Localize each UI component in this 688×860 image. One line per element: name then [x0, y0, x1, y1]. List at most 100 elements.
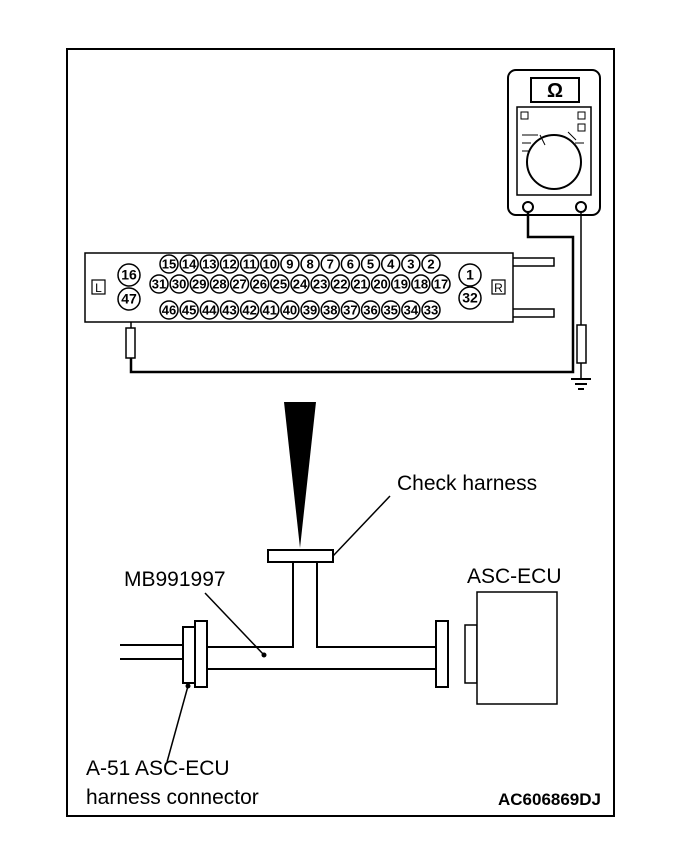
ohm-display	[530, 77, 580, 103]
pin-1-circle	[458, 263, 482, 287]
ohm-symbol: Ω	[547, 80, 563, 102]
connector-label-line2: harness connector	[86, 786, 259, 809]
pin-31: 31	[152, 277, 166, 292]
check-harness-label: Check harness	[397, 472, 537, 495]
pin-46-circle	[159, 300, 179, 320]
pin-7: 7	[327, 257, 334, 272]
pin-9: 9	[286, 257, 293, 272]
pin-3-circle	[401, 254, 421, 274]
pin-6-circle	[340, 254, 361, 274]
pin-21: 21	[353, 277, 367, 292]
down-arrow-icon	[284, 402, 316, 548]
pin-34: 34	[404, 303, 419, 318]
leader-connector	[166, 685, 189, 763]
pin-28: 28	[212, 277, 226, 292]
asc-ecu-box	[476, 591, 558, 705]
pin-41-circle	[260, 300, 280, 320]
pin-2-circle	[421, 254, 441, 274]
pin-34-circle	[401, 300, 421, 320]
pin-5-circle	[360, 254, 381, 274]
pin-27-circle	[229, 274, 250, 294]
figure-code: AC606869DJ	[498, 790, 601, 809]
pin-36: 36	[363, 303, 377, 318]
pin-16-circle	[117, 263, 141, 287]
pin-30-circle	[169, 274, 189, 294]
pin-47-circle	[117, 287, 141, 311]
pin-45: 45	[182, 303, 196, 318]
pin-44: 44	[202, 303, 217, 318]
pin-47: 47	[121, 291, 137, 307]
pin-44-circle	[199, 300, 220, 320]
pin-39-circle	[300, 300, 320, 320]
pin-11-circle	[239, 254, 260, 274]
pin-4-circle	[380, 254, 401, 274]
pin-30: 30	[172, 277, 186, 292]
pin-16: 16	[121, 267, 137, 283]
pin-20-circle	[370, 274, 391, 294]
pin-21-circle	[350, 274, 371, 294]
pin-11: 11	[243, 257, 257, 272]
pin-45-circle	[179, 300, 199, 320]
pin-17-circle	[431, 274, 451, 294]
pin-10: 10	[263, 257, 277, 272]
pin-5: 5	[367, 257, 374, 272]
pin-20: 20	[373, 277, 387, 292]
pin-43-circle	[219, 300, 240, 320]
pin-18-circle	[411, 274, 431, 294]
pin-42-circle	[239, 300, 260, 320]
pin-14: 14	[182, 257, 197, 272]
check-harness-plug	[267, 549, 334, 563]
pin-39: 39	[303, 303, 317, 318]
pin-25: 25	[273, 277, 287, 292]
pin-1: 1	[466, 267, 474, 283]
pin-35-circle	[380, 300, 401, 320]
pin-25-circle	[270, 274, 290, 294]
connector-left-mark: L	[95, 281, 102, 295]
pin-19: 19	[393, 277, 407, 292]
pin-3: 3	[407, 257, 414, 272]
pin-24: 24	[293, 277, 308, 292]
probe-wires	[125, 212, 591, 390]
pin-13-circle	[199, 254, 220, 274]
pin-32-circle	[458, 286, 482, 310]
pin-22: 22	[333, 277, 347, 292]
leader-mb-number	[204, 592, 265, 656]
pin-12-circle	[219, 254, 240, 274]
pin-40-circle	[280, 300, 300, 320]
pin-26-circle	[249, 274, 270, 294]
pin-2: 2	[427, 257, 434, 272]
pin-38-circle	[320, 300, 340, 320]
pin-38: 38	[323, 303, 337, 318]
pin-23: 23	[313, 277, 327, 292]
meter-jack-left	[522, 201, 534, 213]
pin-33-circle	[421, 300, 441, 320]
pin-28-circle	[209, 274, 230, 294]
selector-dial	[526, 134, 582, 190]
pin-37: 37	[343, 303, 357, 318]
pin-6: 6	[347, 257, 354, 272]
check-harness-adapter	[120, 549, 558, 705]
pin-37-circle	[340, 300, 361, 320]
pin-15-circle	[159, 254, 179, 274]
pin-24-circle	[290, 274, 310, 294]
probe-right	[576, 324, 587, 364]
pin-23-circle	[310, 274, 330, 294]
pin-36-circle	[360, 300, 381, 320]
pin-12: 12	[222, 257, 236, 272]
pin-41: 41	[263, 303, 277, 318]
pin-15: 15	[162, 257, 176, 272]
pin-7-circle	[320, 254, 340, 274]
pin-35: 35	[383, 303, 397, 318]
pin-8-circle	[300, 254, 320, 274]
pin-10-circle	[260, 254, 280, 274]
pin-33: 33	[424, 303, 438, 318]
pin-19-circle	[390, 274, 411, 294]
leader-check-harness	[332, 495, 391, 557]
pin-32: 32	[462, 290, 478, 306]
pin-29: 29	[192, 277, 206, 292]
probe-left	[125, 327, 136, 359]
pin-46: 46	[162, 303, 176, 318]
pin-26: 26	[252, 277, 266, 292]
